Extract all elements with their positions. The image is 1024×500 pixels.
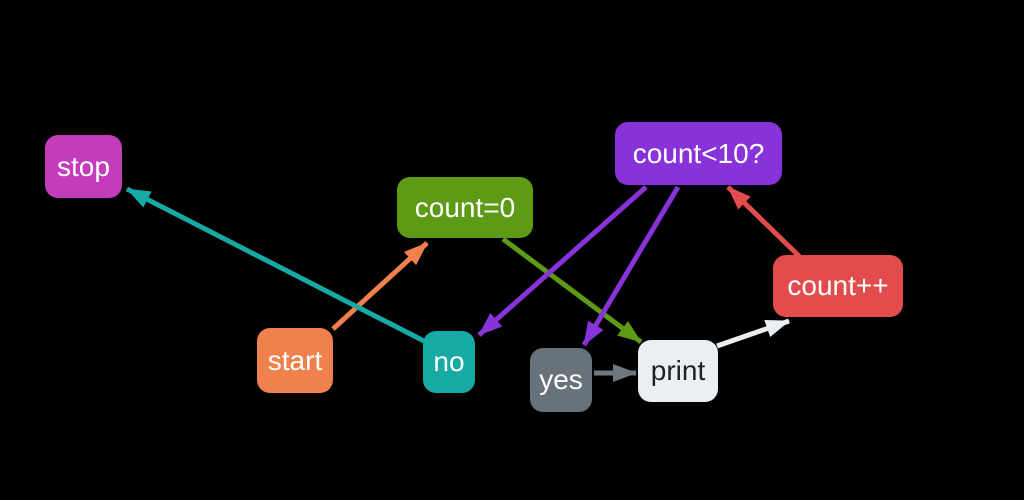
node-count0: count=0: [397, 177, 533, 238]
edge-no-to-stop: [125, 186, 426, 344]
node-label-start: start: [267, 344, 323, 376]
node-print: print: [638, 340, 718, 402]
node-start: start: [257, 328, 333, 393]
node-yes: yes: [530, 348, 592, 412]
node-label-stop: stop: [57, 150, 110, 182]
node-label-count0: count=0: [414, 191, 516, 223]
node-no: no: [423, 331, 475, 393]
node-label-cond: count<10?: [632, 137, 765, 169]
node-label-countpp: count++: [787, 270, 889, 301]
node-label-print: print: [650, 355, 706, 386]
edge-count0-to-print: [501, 236, 643, 345]
edge-print-to-countpp: [716, 318, 790, 349]
node-label-no: no: [433, 346, 465, 377]
node-stop: stop: [45, 135, 122, 198]
edge-start-to-count0: [331, 241, 429, 331]
edge-cond-to-yes: [581, 185, 681, 347]
node-countpp: count++: [773, 255, 903, 317]
edge-cond-to-no: [477, 185, 648, 337]
node-cond: count<10?: [615, 122, 782, 185]
node-label-yes: yes: [539, 364, 583, 395]
edge-countpp-to-cond: [726, 185, 802, 259]
